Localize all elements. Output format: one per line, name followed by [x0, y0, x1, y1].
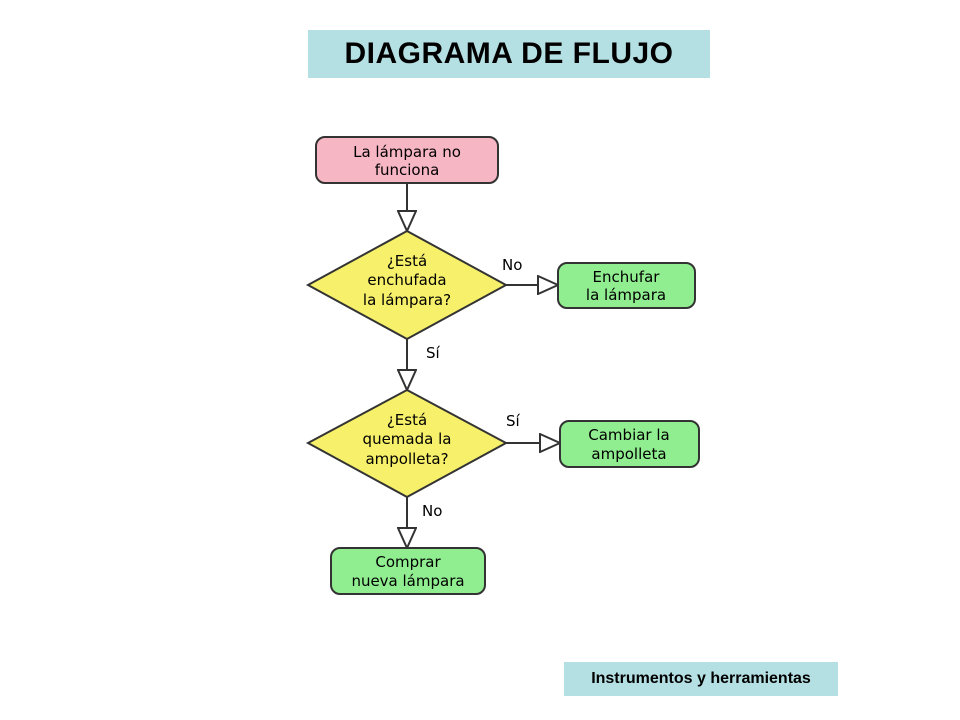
node-a2-line-1: Cambiar la [588, 426, 669, 444]
edge-label-q2-a2: Sí [506, 412, 521, 430]
node-q2-line-3: ampolleta? [365, 450, 448, 468]
edge-label-q1-q2: Sí [426, 344, 441, 362]
title-banner: DIAGRAMA DE FLUJO [308, 30, 710, 78]
page-title: DIAGRAMA DE FLUJO [344, 37, 674, 70]
node-a1-line-1: Enchufar [593, 268, 661, 286]
node-plug-lamp: Enchufar la lámpara [557, 262, 696, 309]
edge-label-q2-a3: No [422, 502, 442, 520]
node-q2-line-1: ¿Está [387, 411, 427, 429]
node-change-bulb: Cambiar la ampolleta [559, 420, 700, 468]
node-a3-line-1: Comprar [375, 553, 441, 571]
edge-label-q1-a1: No [502, 256, 522, 274]
node-q1-line-1: ¿Está [387, 252, 427, 270]
node-q1-line-2: enchufada [367, 271, 446, 289]
node-a2-line-2: ampolleta [591, 445, 666, 463]
node-a3-line-2: nueva lámpara [351, 572, 464, 590]
node-buy-lamp: Comprar nueva lámpara [330, 547, 486, 595]
node-q2-line-2: quemada la [363, 430, 452, 448]
node-start-line-2: funciona [375, 161, 440, 179]
node-start: La lámpara no funciona [315, 136, 499, 184]
node-a1-line-2: la lámpara [586, 286, 666, 304]
node-q1-line-3: la lámpara? [363, 291, 451, 309]
node-decision-burnt: ¿Está quemada la ampolleta? [305, 388, 509, 499]
node-decision-plugged: ¿Está enchufada la lámpara? [305, 229, 509, 341]
node-start-line-1: La lámpara no [353, 143, 461, 161]
footer-banner: Instrumentos y herramientas [564, 662, 838, 696]
footer-label: Instrumentos y herramientas [591, 670, 811, 687]
